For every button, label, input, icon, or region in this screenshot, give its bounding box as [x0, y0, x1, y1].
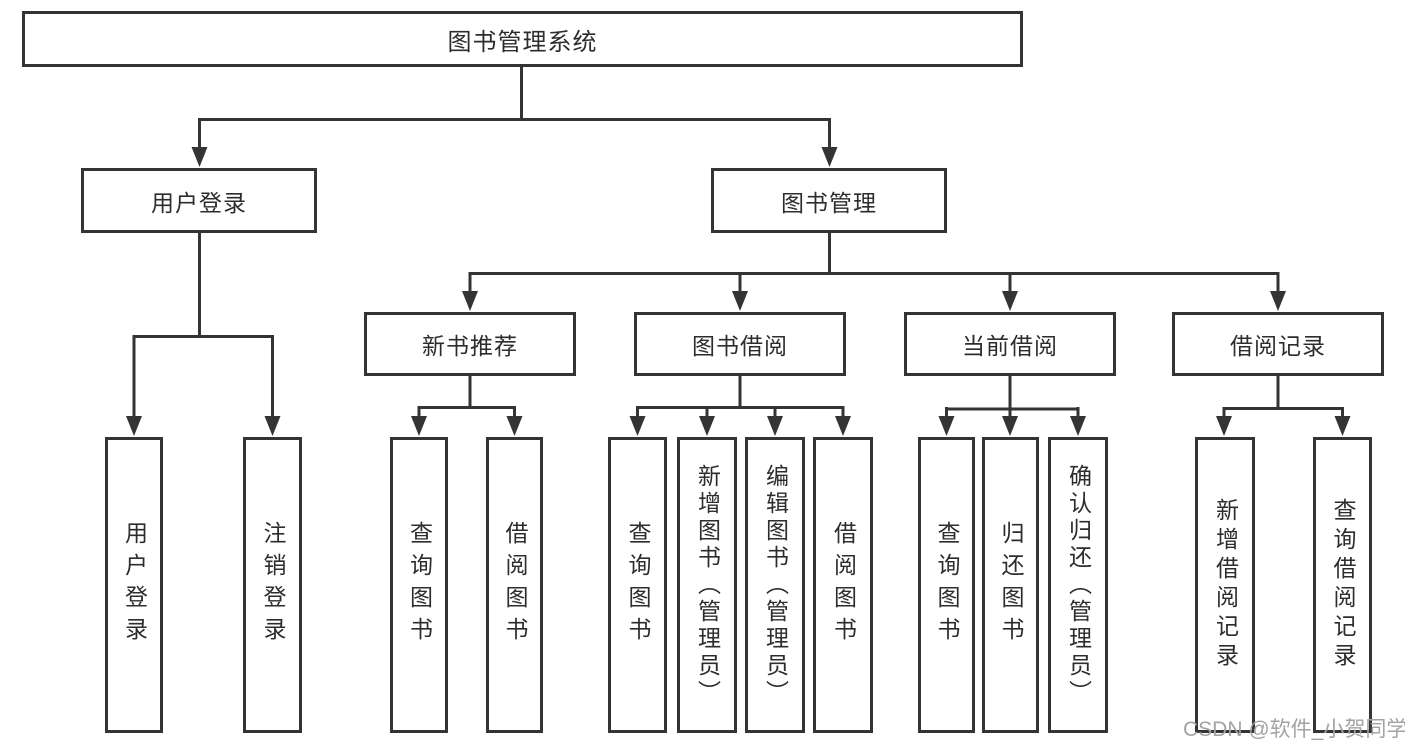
- leaf-query-books-1: 查询图书: [390, 437, 448, 733]
- arrowheads: [126, 147, 1351, 436]
- leaf-logout: 注销登录: [243, 437, 302, 733]
- node-library-system: 图书管理系统: [22, 11, 1023, 67]
- leaf-query-books-3: 查询图书: [918, 437, 975, 733]
- node-current-borrow: 当前借阅: [904, 312, 1116, 376]
- leaf-borrow-books-1: 借阅图书: [486, 437, 543, 733]
- leaf-confirm-return-admin: 确认归还（管理员）: [1048, 437, 1108, 733]
- leaf-borrow-books-2: 借阅图书: [813, 437, 873, 733]
- leaf-return-books: 归还图书: [982, 437, 1039, 733]
- leaf-user-login: 用户登录: [105, 437, 163, 733]
- csdn-watermark: CSDN @软件_小贺同学: [1183, 718, 1405, 741]
- node-user-login: 用户登录: [81, 168, 317, 233]
- leaf-add-books-admin: 新增图书（管理员）: [677, 437, 737, 733]
- node-new-book-recommend: 新书推荐: [364, 312, 576, 376]
- leaf-query-borrow-record: 查询借阅记录: [1313, 437, 1372, 733]
- node-book-borrow: 图书借阅: [634, 312, 846, 376]
- leaf-add-borrow-record: 新增借阅记录: [1195, 437, 1255, 733]
- node-book-management: 图书管理: [711, 168, 947, 233]
- node-borrow-records: 借阅记录: [1172, 312, 1384, 376]
- leaf-edit-books-admin: 编辑图书（管理员）: [745, 437, 805, 733]
- leaf-query-books-2: 查询图书: [608, 437, 667, 733]
